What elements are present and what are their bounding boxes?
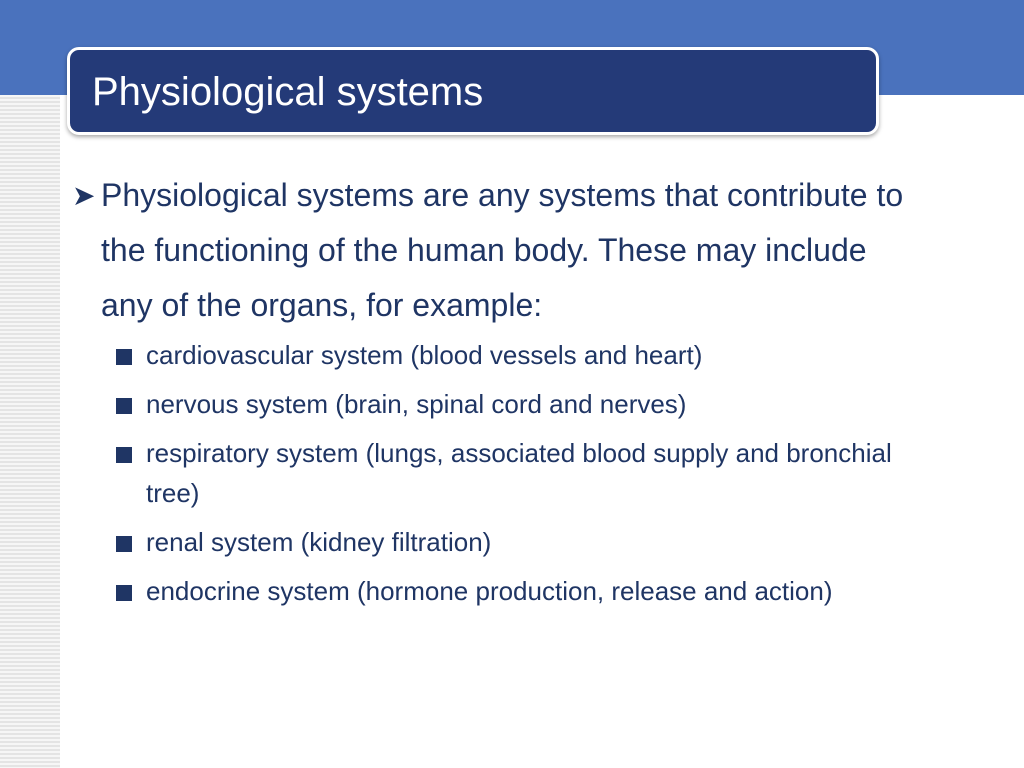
example-text: cardiovascular system (blood vessels and… (146, 340, 703, 370)
example-text: endocrine system (hormone production, re… (146, 576, 833, 606)
intro-bullet: ➤ Physiological systems are any systems … (72, 168, 922, 333)
intro-text: Physiological systems are any systems th… (101, 177, 904, 323)
square-bullet-icon (116, 349, 132, 365)
arrow-bullet-icon: ➤ (72, 180, 96, 211)
list-item: endocrine system (hormone production, re… (72, 571, 922, 611)
list-item: nervous system (brain, spinal cord and n… (72, 384, 922, 424)
list-item: cardiovascular system (blood vessels and… (72, 335, 922, 375)
square-bullet-icon (116, 398, 132, 414)
slide-content: ➤ Physiological systems are any systems … (72, 168, 922, 620)
slide-title: Physiological systems (92, 70, 484, 114)
square-bullet-icon (116, 447, 132, 463)
example-text: nervous system (brain, spinal cord and n… (146, 389, 687, 419)
example-text: renal system (kidney filtration) (146, 527, 492, 557)
square-bullet-icon (116, 536, 132, 552)
list-item: renal system (kidney filtration) (72, 522, 922, 562)
example-text: respiratory system (lungs, associated bl… (146, 438, 892, 508)
examples-list: cardiovascular system (blood vessels and… (72, 335, 922, 611)
left-stripe-decoration (0, 95, 60, 768)
list-item: respiratory system (lungs, associated bl… (72, 433, 922, 513)
title-box: Physiological systems (67, 47, 879, 135)
square-bullet-icon (116, 585, 132, 601)
